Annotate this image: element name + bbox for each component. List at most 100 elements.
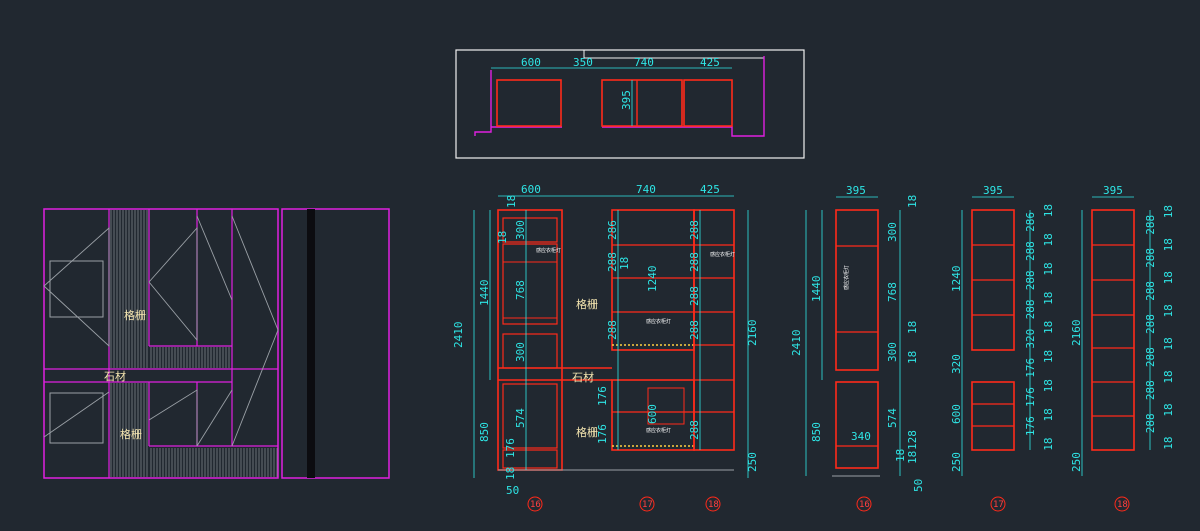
sec18-right-dim-14: 18: [1162, 436, 1175, 449]
main-right-250: 250: [746, 452, 759, 472]
cab17-small-18: 18: [618, 257, 631, 270]
sec18-right-dim-8: 18: [1162, 337, 1175, 350]
cab17-inner-box: [647, 387, 685, 425]
cab16-dim-300b: 300: [514, 342, 527, 362]
cab18-fixture-note: 感应衣柜灯: [710, 251, 735, 258]
front-shelf-upper-label: 格栅: [124, 308, 146, 322]
sec17-right-dim-6: 18: [1042, 292, 1055, 305]
sec18-right-dim-7: 288: [1144, 314, 1157, 334]
sec16-r-18b: 18: [906, 321, 919, 334]
sec16-tag-circle: [856, 496, 872, 512]
tag-circle-17: [639, 496, 655, 512]
sec16-note: 感应衣柜灯: [843, 265, 850, 290]
diag-6: [148, 389, 198, 446]
sec17-right-dim-16: 18: [1042, 437, 1055, 450]
cab16-box-2: [502, 243, 558, 325]
diag-3: [148, 226, 198, 342]
diag-1: [43, 226, 110, 348]
cab17-dim-288b: 288: [606, 320, 619, 340]
sec16-r-18c: 18: [906, 351, 919, 364]
cab18-dim-288b: 288: [688, 252, 701, 272]
plan-cabinet-16: [496, 79, 562, 127]
sec17-right-dim-12: 18: [1042, 379, 1055, 392]
plan-cabinet-18: [683, 79, 733, 127]
cab16-dim-176: 176: [504, 438, 517, 458]
sec17-right-dim-1: 286: [1024, 212, 1037, 232]
sec17-right-dims: 1828618288182881828818320181761817618176…: [1024, 204, 1055, 451]
sec17-right-dim-4: 18: [1042, 262, 1055, 275]
sec18-right-dim-5: 288: [1144, 281, 1157, 301]
sec16-lower-box: [835, 381, 879, 469]
sec16-r-300b: 300: [886, 342, 899, 362]
cab18-dim-288e: 288: [688, 420, 701, 440]
main-right-2160: 2160: [746, 320, 759, 347]
sec17-right-dim-11: 176: [1024, 358, 1037, 378]
plan-wall-left: [474, 70, 492, 136]
side-panel-slot: [307, 209, 315, 478]
sec17-left-1240: 1240: [950, 266, 963, 293]
sec16-width-395: 395: [846, 184, 866, 197]
main-left-850: 850: [478, 422, 491, 442]
main-top-740: 740: [636, 183, 656, 196]
cab17-dim-288a: 288: [606, 252, 619, 272]
plan-wall-right: [731, 56, 765, 137]
cab17-dim-600: 600: [646, 404, 659, 424]
sec17-right-dim-9: 320: [1024, 329, 1037, 349]
grille-shelf-strip: [150, 347, 230, 368]
section-18: 395 2160 250 182881828818288182881828818…: [1070, 184, 1175, 512]
sec17-tag: 17: [993, 500, 1004, 510]
sec18-left-250: 250: [1070, 452, 1083, 472]
tag-circle-18: [705, 496, 721, 512]
grille-bottom-strip: [150, 448, 278, 477]
diag-4: [196, 215, 233, 301]
sec17-right-dim-2: 18: [1042, 233, 1055, 246]
tag-circle-16: [527, 496, 543, 512]
sec16-r-18a: 18: [906, 195, 919, 208]
main-top-425: 425: [700, 183, 720, 196]
main-left-1440: 1440: [478, 280, 491, 307]
main-top-600: 600: [521, 183, 541, 196]
front-outline: [43, 208, 279, 479]
cab17-dim-176b: 176: [596, 424, 609, 444]
diag-5: [231, 215, 279, 447]
cabinet-18: [693, 209, 735, 451]
cab17-dim-1240: 1240: [646, 266, 659, 293]
side-panel-outline: [281, 208, 390, 479]
section-16: 395 2410 1440 850 18 300 768 18 300 18 5…: [790, 184, 925, 512]
grille-lower: [110, 383, 148, 477]
sec18-tag-circle: [1114, 496, 1130, 512]
sec16-r-18e: 18: [906, 451, 919, 464]
cab16-inner: [502, 261, 558, 319]
plan-dim-425: 425: [700, 56, 720, 69]
niche-lower: [49, 392, 104, 444]
cab16-dim-18b: 18: [504, 467, 517, 480]
sec18-box: [1091, 209, 1135, 451]
section-17: 395 1240 320 600 250 1828618288182881828…: [950, 184, 1055, 512]
cab17-dim-176a: 176: [596, 386, 609, 406]
sec17-right-dim-5: 288: [1024, 270, 1037, 290]
sec18-right-dim-10: 18: [1162, 370, 1175, 383]
sec18-right-dim-0: 18: [1162, 205, 1175, 218]
sec18-tag: 18: [1117, 500, 1128, 510]
sec17-right-dim-7: 288: [1024, 300, 1037, 320]
cab16-side-18: 18: [496, 231, 509, 244]
plan-cabinet-17: [601, 79, 683, 127]
sec17-right-dim-15: 176: [1024, 416, 1037, 436]
main-shelf-lower-label: 格栅: [576, 425, 598, 439]
front-stone-label: 石材: [104, 369, 126, 383]
sec18-right-dim-11: 288: [1144, 380, 1157, 400]
cab17-fixture-note-1: 感应衣柜灯: [646, 318, 671, 325]
plan-frame: [455, 49, 805, 159]
grille-upper: [110, 210, 148, 368]
diag-7: [196, 389, 233, 447]
main-section: 600 740 425 2410 1440 850 50 18 300 768 …: [452, 183, 759, 512]
main-shelf-upper-label: 格栅: [576, 297, 598, 311]
sec18-right-dim-12: 18: [1162, 403, 1175, 416]
sec17-left-250: 250: [950, 452, 963, 472]
main-stone-label: 石材: [572, 370, 594, 384]
sec16-bottom-50: 50: [912, 479, 925, 492]
sec16-inner-340: 340: [851, 430, 871, 443]
sec18-left-2160: 2160: [1070, 320, 1083, 347]
